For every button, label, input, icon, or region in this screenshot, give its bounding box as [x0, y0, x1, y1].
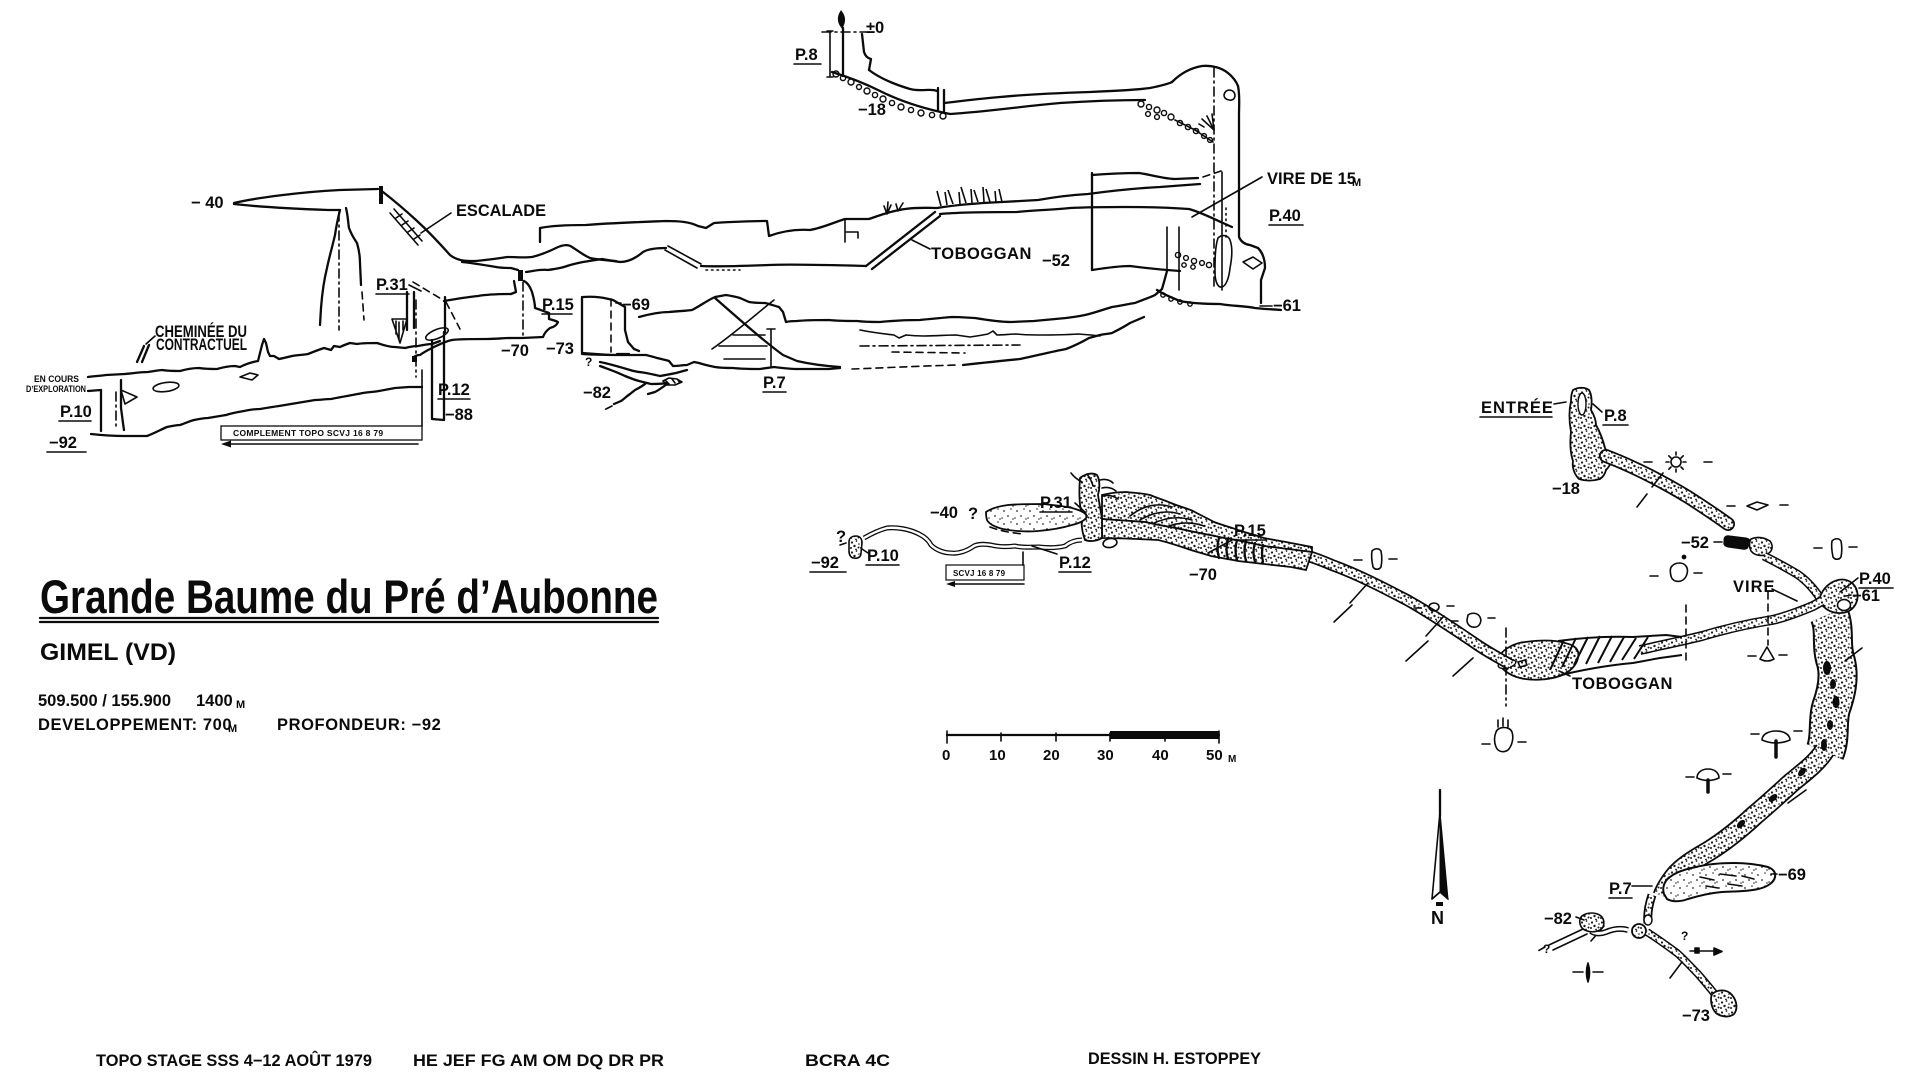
svg-text:?: ? — [585, 355, 592, 369]
svg-text:COMPLEMENT TOPO SCVJ 16 8 7: COMPLEMENT TOPO SCVJ 16 8 79 — [233, 428, 383, 438]
svg-text:M: M — [1228, 754, 1236, 765]
svg-text:−92: −92 — [811, 554, 839, 572]
svg-text:PROFONDEUR: −92: PROFONDEUR: −92 — [277, 716, 441, 734]
svg-text:?: ? — [1543, 942, 1550, 956]
svg-text:P.40: P.40 — [1269, 207, 1301, 225]
svg-text:M: M — [236, 699, 245, 711]
svg-text:10: 10 — [989, 747, 1006, 764]
svg-text:GIMEL (VD): GIMEL (VD) — [40, 639, 176, 666]
svg-text:DʼEXPLORATION: DʼEXPLORATION — [26, 384, 86, 395]
svg-text:0: 0 — [942, 747, 950, 764]
svg-text:P.12: P.12 — [1059, 554, 1091, 572]
svg-text:P.8: P.8 — [1604, 407, 1627, 425]
svg-text:P.12: P.12 — [438, 381, 470, 399]
svg-text:±0: ±0 — [866, 19, 884, 37]
svg-text:M: M — [1352, 177, 1361, 189]
svg-text:P.10: P.10 — [60, 403, 92, 421]
svg-text:1400: 1400 — [196, 692, 233, 710]
svg-text:20: 20 — [1043, 747, 1060, 764]
svg-text:TOBOGGAN: TOBOGGAN — [1572, 675, 1673, 693]
svg-text:−92: −92 — [49, 434, 77, 452]
svg-text:−18: −18 — [858, 101, 886, 119]
svg-text:Grande Baume du Pré dʼAubonne: Grande Baume du Pré dʼAubonne — [40, 570, 658, 623]
svg-text:M: M — [228, 723, 237, 735]
svg-text:TOPO STAGE SSS 4−12 AOÛT: TOPO STAGE SSS 4−12 AOÛT 1979 — [96, 1051, 372, 1070]
svg-text:P.31: P.31 — [1040, 494, 1072, 512]
svg-text:−61: −61 — [1273, 297, 1301, 315]
svg-text:−18: −18 — [1552, 480, 1580, 498]
svg-text:VIRE: VIRE — [1733, 578, 1776, 596]
svg-text:P.10: P.10 — [867, 547, 899, 565]
svg-text:−61: −61 — [1852, 587, 1880, 605]
svg-text:CONTRACTUEL: CONTRACTUEL — [156, 336, 247, 354]
svg-text:−88: −88 — [445, 406, 473, 424]
svg-text:VIRE DE 15: VIRE DE 15 — [1267, 170, 1356, 188]
svg-text:40: 40 — [1152, 747, 1169, 764]
svg-text:BCRA 4C: BCRA 4C — [805, 1052, 890, 1070]
svg-text:TOBOGGAN: TOBOGGAN — [931, 245, 1032, 263]
svg-text:−70: −70 — [1189, 566, 1217, 584]
svg-text:DESSIN H. ESTOPPEY: DESSIN H. ESTOPPEY — [1088, 1050, 1261, 1068]
svg-text:− 40: − 40 — [191, 194, 224, 212]
svg-text:DEVELOPPEMENT: 700: DEVELOPPEMENT: 700 — [38, 716, 232, 734]
svg-text:?: ? — [1681, 929, 1688, 943]
svg-text:EN COURS: EN COURS — [34, 374, 79, 385]
svg-text:?: ? — [968, 505, 978, 523]
svg-text:509.500 / 155.900: 509.500 / 155.900 — [38, 692, 171, 710]
svg-text:P.8: P.8 — [795, 46, 818, 64]
svg-text:−40: −40 — [930, 504, 958, 522]
svg-text:−73: −73 — [546, 340, 574, 358]
svg-text:P.7: P.7 — [1609, 880, 1632, 898]
svg-text:−52: −52 — [1042, 252, 1070, 270]
svg-text:ESCALADE: ESCALADE — [456, 202, 546, 220]
svg-text:P.7: P.7 — [763, 374, 786, 392]
svg-text:P.15: P.15 — [542, 296, 574, 314]
svg-text:50: 50 — [1206, 747, 1223, 764]
svg-text:−69: −69 — [622, 296, 650, 314]
svg-text:P.15: P.15 — [1234, 522, 1266, 540]
svg-text:−82: −82 — [583, 384, 611, 402]
svg-text:ENTRÉE: ENTRÉE — [1481, 398, 1554, 417]
svg-text:P.40: P.40 — [1859, 570, 1891, 588]
svg-text:−70: −70 — [501, 342, 529, 360]
svg-text:−69: −69 — [1778, 866, 1806, 884]
svg-text:N: N — [1431, 908, 1444, 928]
svg-text:CHEMINÉE DU: CHEMINÉE DU — [155, 322, 247, 341]
svg-text:SCVJ 16 8 79: SCVJ 16 8 79 — [953, 569, 1006, 578]
svg-text:−82: −82 — [1544, 910, 1572, 928]
svg-text:HE JEF FG AM OM DQ DR PR: HE JEF FG AM OM DQ DR PR — [413, 1052, 664, 1070]
svg-text:30: 30 — [1097, 747, 1114, 764]
svg-text:P.31: P.31 — [376, 276, 408, 294]
svg-text:−52: −52 — [1681, 534, 1709, 552]
svg-text:?: ? — [836, 528, 846, 546]
svg-text:−73: −73 — [1682, 1007, 1710, 1025]
